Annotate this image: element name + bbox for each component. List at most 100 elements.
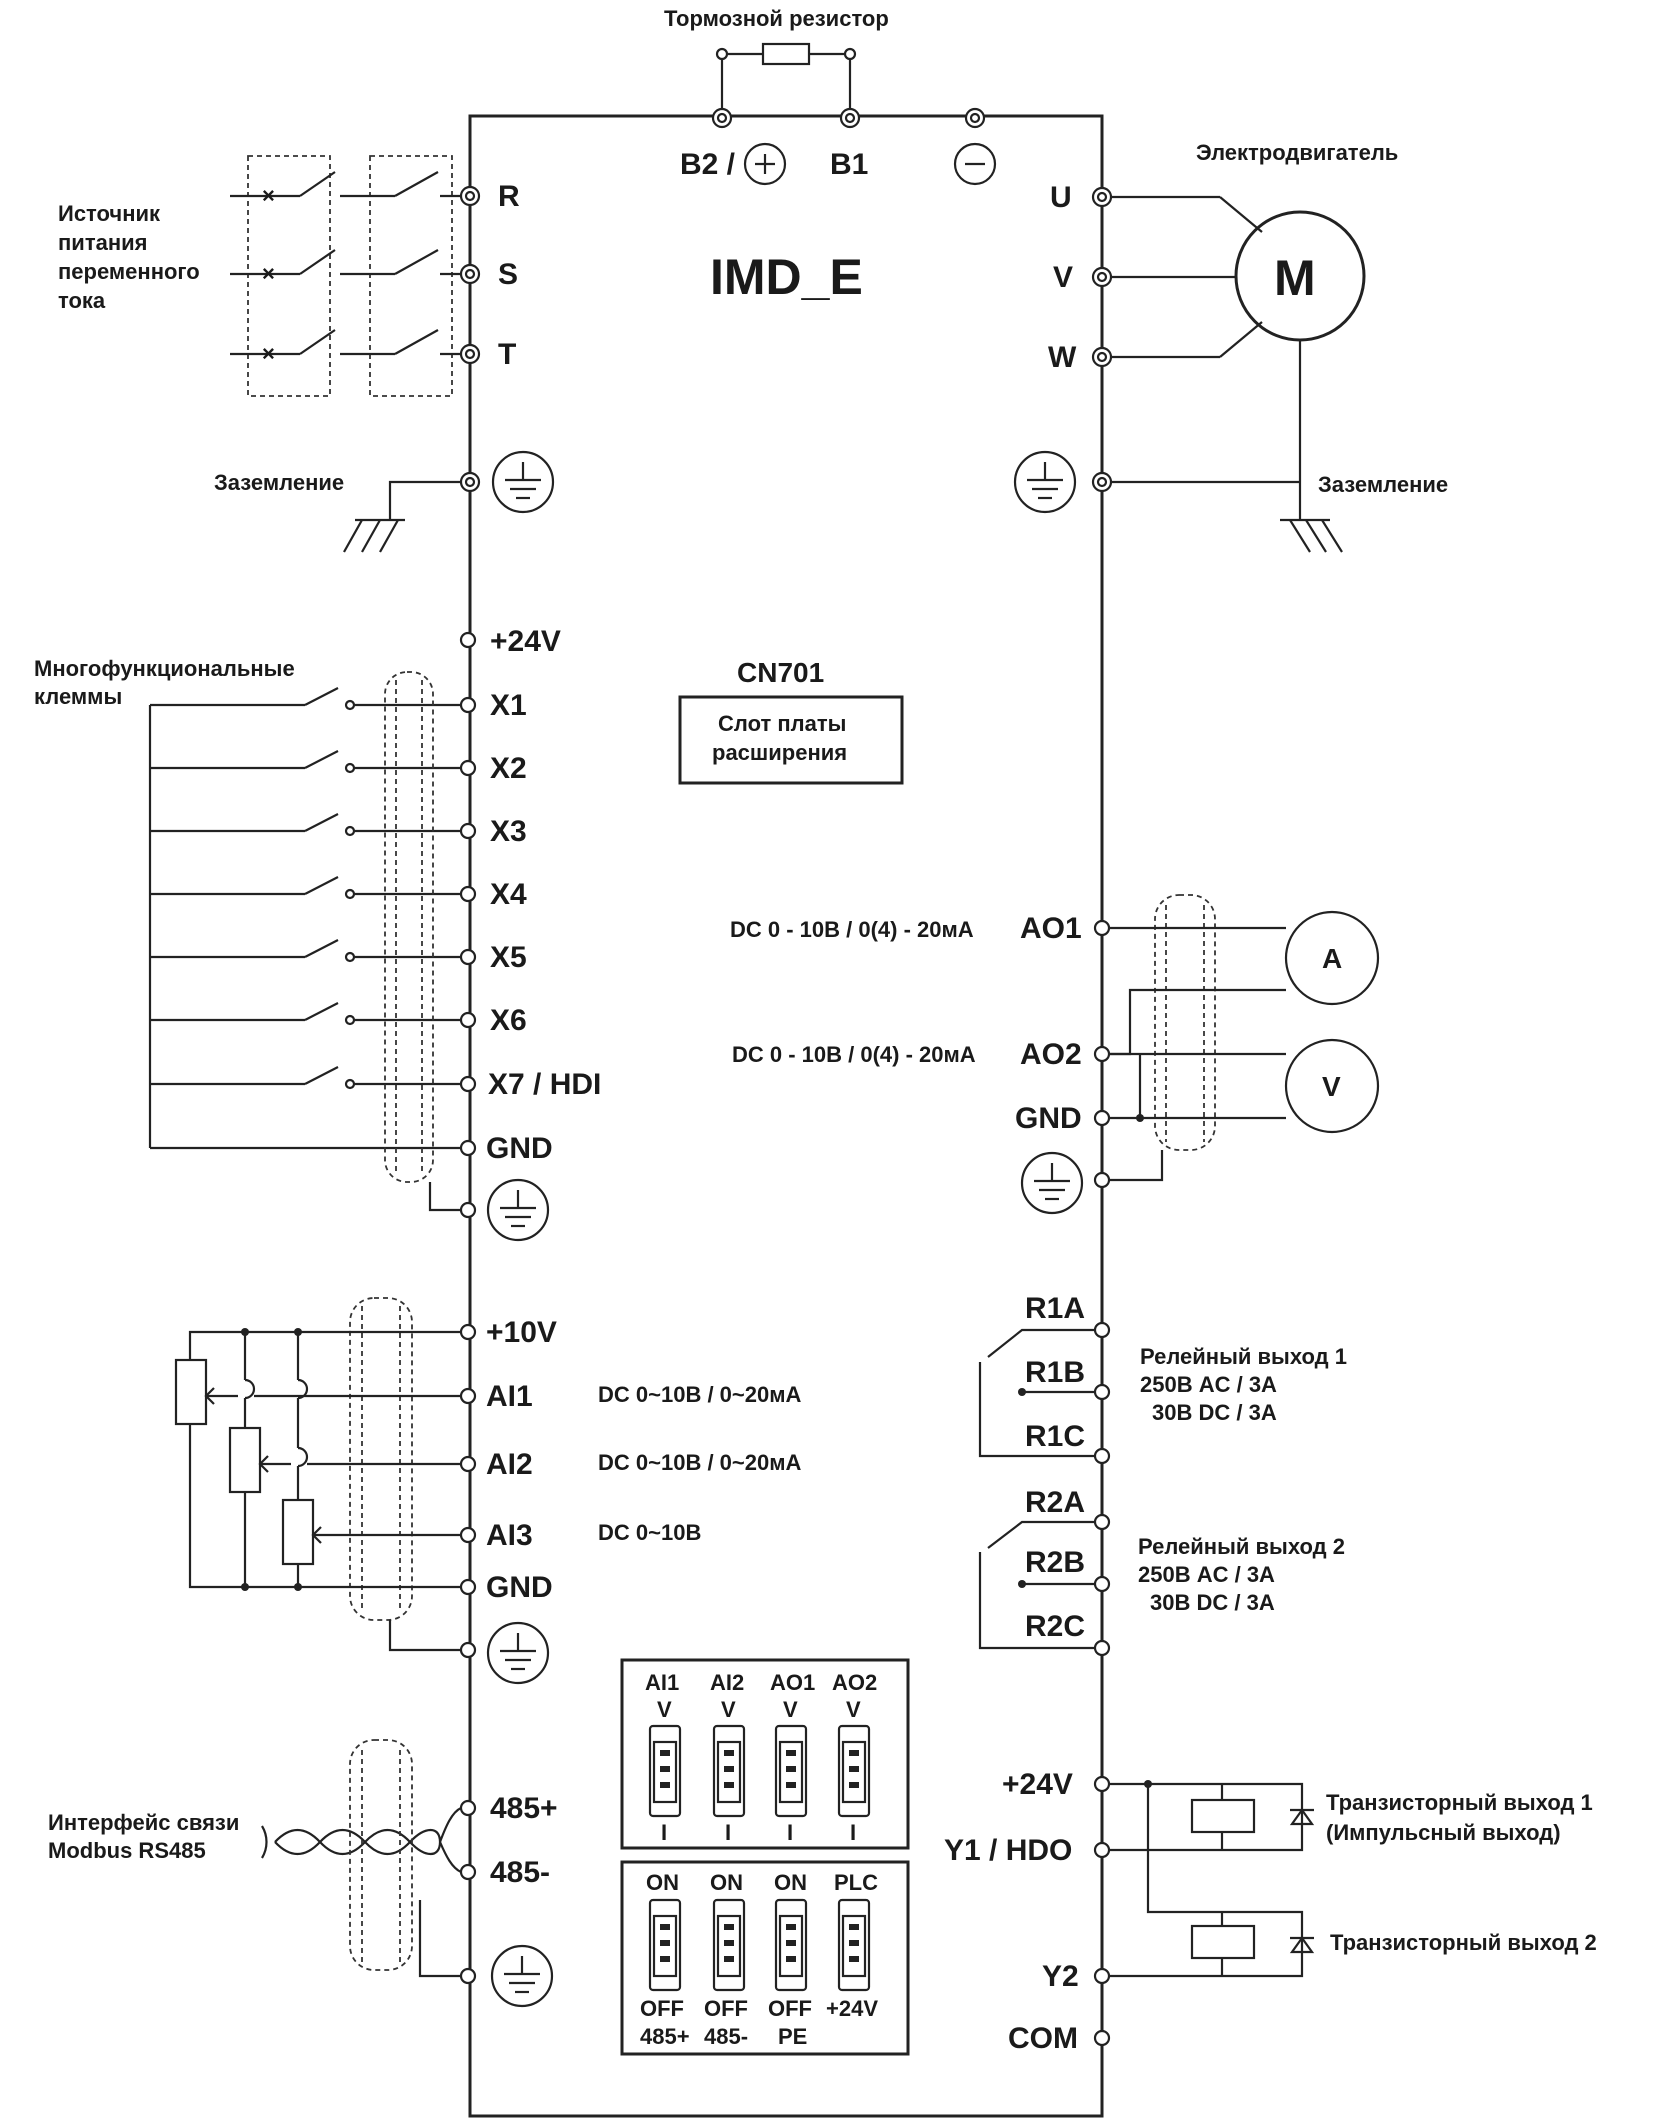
terminal-b2: B2 /: [680, 148, 736, 181]
terminal-y1-hdo: Y1 / HDO: [944, 1834, 1072, 1867]
relay1-title: Релейный выход 1: [1140, 1344, 1347, 1369]
relay2-ac-rating: 250В AC / 3A: [1138, 1562, 1275, 1587]
power-label-4: тока: [58, 288, 106, 313]
ground-label-right: Заземление: [1318, 472, 1448, 497]
brake-title: Тормозной резистор: [664, 6, 889, 31]
sw-pe-on: ON: [774, 1870, 807, 1895]
terminal-gnd-ai: GND: [486, 1571, 553, 1604]
terminal-gnd-ao: GND: [1015, 1102, 1082, 1135]
slot-label-1: Слот платы: [718, 711, 846, 736]
ground-icon: [490, 1944, 554, 2008]
relay-output-2: R2A R2B R2C Релейный выход 2 250В AC / 3…: [978, 1486, 1345, 1657]
ac-power-source: Источник питания переменного тока ××× R …: [58, 155, 520, 397]
terminal-ao2: AO2: [1020, 1038, 1082, 1071]
sw-plc-24v: +24V: [826, 1996, 878, 2021]
sw-485minus-on: ON: [710, 1870, 743, 1895]
analog-outputs: DC 0 - 10В / 0(4) - 20мА DC 0 - 10В / 0(…: [730, 894, 1380, 1215]
terminal-plus24: +24V: [490, 625, 561, 658]
svg-text:×: ×: [262, 183, 275, 208]
sw-plc-head: PLC: [834, 1870, 878, 1895]
dip-switch-panel-comm: ON ON ON PLC OFF OFF OFF +24V 485+ 485- …: [620, 1860, 910, 2056]
minus-icon: [953, 142, 997, 186]
terminal-gnd-inputs: GND: [486, 1132, 553, 1165]
meter-v-label: V: [1322, 1071, 1341, 1102]
power-label-1: Источник: [58, 201, 161, 226]
svg-text:×: ×: [262, 341, 275, 366]
sw-pe-off: OFF: [768, 1996, 812, 2021]
dip-switch-ai2[interactable]: [712, 1724, 746, 1818]
rs485-interface: Интерфейс связи Modbus RS485 485+ 485-: [48, 1739, 558, 2008]
rs485-label-1: Интерфейс связи: [48, 1810, 239, 1835]
meter-a-label: A: [1322, 943, 1342, 974]
relay1-dc-rating: 30В DC / 3A: [1152, 1400, 1277, 1425]
expansion-slot: CN701 Слот платы расширения: [678, 657, 904, 785]
dip-switch-ai1[interactable]: [648, 1724, 682, 1818]
transistor-out2-title: Транзисторный выход 2: [1330, 1930, 1597, 1955]
terminal-y2: Y2: [1042, 1960, 1079, 1993]
ai2-description: DC 0~10В / 0~20мА: [598, 1450, 801, 1475]
terminal-r2c: R2C: [1025, 1610, 1085, 1643]
sw-ao1-v: V: [783, 1697, 798, 1722]
power-label-3: переменного: [58, 259, 200, 284]
inputs-title-2: клеммы: [34, 684, 122, 709]
sw-ao1-head: AO1: [770, 1670, 815, 1695]
motor: Электродвигатель U V W M: [1048, 140, 1398, 482]
sw-ai2-head: AI2: [710, 1670, 744, 1695]
relay2-dc-rating: 30В DC / 3A: [1150, 1590, 1275, 1615]
sw-485minus-off: OFF: [704, 1996, 748, 2021]
transistor-out1-title: Транзисторный выход 1: [1326, 1790, 1593, 1815]
dip-switch-ao1[interactable]: [774, 1724, 808, 1818]
sw-ao2-head: AO2: [832, 1670, 877, 1695]
voltmeter-icon: [1284, 1038, 1380, 1134]
ground-icon: [486, 1178, 550, 1242]
dip-switch-ao2[interactable]: [837, 1724, 871, 1818]
sw-pe-label: PE: [778, 2024, 807, 2049]
ground-label-left: Заземление: [214, 470, 344, 495]
terminal-x7-hdi: X7 / HDI: [488, 1068, 601, 1101]
dip-switch-485-plus[interactable]: [648, 1898, 682, 1992]
slot-code: CN701: [737, 657, 824, 688]
terminal-x3: X3: [490, 815, 527, 848]
relay2-title: Релейный выход 2: [1138, 1534, 1345, 1559]
terminal-r2a: R2A: [1025, 1486, 1085, 1519]
device-name: IMD_E: [710, 249, 863, 305]
transistor-outputs: +24V Y1 / HDO Y2 COM Транзисторный выход…: [944, 1768, 1597, 2055]
ground-left: Заземление: [214, 450, 555, 553]
relay1-ac-rating: 250В AC / 3A: [1140, 1372, 1277, 1397]
terminal-x4: X4: [490, 878, 527, 911]
terminal-ao1: AO1: [1020, 912, 1082, 945]
terminal-u: U: [1050, 181, 1072, 214]
terminal-plus24-out: +24V: [1002, 1768, 1073, 1801]
dip-switch-pe[interactable]: [774, 1898, 808, 1992]
terminal-r: R: [498, 180, 520, 213]
terminal-485-minus: 485-: [490, 1856, 550, 1889]
ground-icon: [486, 1621, 550, 1685]
sw-ai1-v: V: [657, 1697, 672, 1722]
relay-output-1: R1A R1B R1C Релейный выход 1 250В AC / 3…: [978, 1292, 1347, 1465]
digital-inputs: Многофункциональные клеммы +24V X1 X2 X3…: [34, 625, 601, 1242]
terminal-w: W: [1048, 341, 1077, 374]
dip-switch-485-minus[interactable]: [712, 1898, 746, 1992]
ground-icon: [1020, 1151, 1084, 1215]
inputs-title-1: Многофункциональные: [34, 656, 295, 681]
terminal-485-plus: 485+: [490, 1792, 558, 1825]
sw-ai2-v: V: [721, 1697, 736, 1722]
terminal-plus10: +10V: [486, 1316, 557, 1349]
dip-switch-plc[interactable]: [837, 1898, 871, 1992]
sw-ai1-i: I: [661, 1820, 667, 1845]
ground-icon: [1013, 450, 1077, 514]
terminal-x1: X1: [490, 689, 527, 722]
ao1-description: DC 0 - 10В / 0(4) - 20мА: [730, 917, 974, 942]
plus-icon: [743, 142, 787, 186]
terminal-v: V: [1053, 261, 1073, 294]
terminal-r1c: R1C: [1025, 1420, 1085, 1453]
terminal-x2: X2: [490, 752, 527, 785]
brake-resistor: Тормозной резистор B2 / B1: [664, 6, 997, 186]
terminal-ai3: AI3: [486, 1519, 533, 1552]
sw-ao2-i: I: [850, 1820, 856, 1845]
motor-title: Электродвигатель: [1196, 140, 1398, 165]
motor-symbol: M: [1274, 250, 1316, 306]
ao2-description: DC 0 - 10В / 0(4) - 20мА: [732, 1042, 976, 1067]
dip-switch-panel-signal: AI1 AI2 AO1 AO2 V V V V I I I I: [620, 1658, 910, 1850]
analog-inputs: +10V AI1 AI2 AI3 GND DC 0~10В / 0~20мА D…: [174, 1297, 801, 1685]
